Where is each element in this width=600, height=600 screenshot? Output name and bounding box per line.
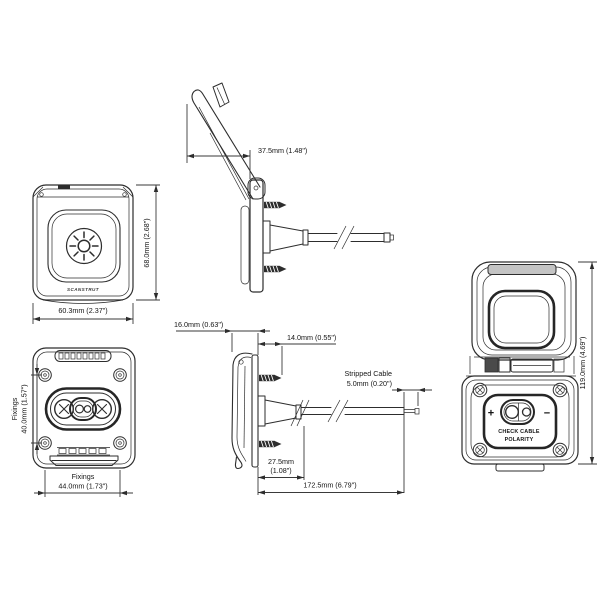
corner-screw-icon xyxy=(552,442,568,458)
view-side-open xyxy=(191,82,394,293)
socket-face xyxy=(482,393,558,450)
hinge-pin-right xyxy=(122,192,127,197)
stripped-conductor xyxy=(404,409,415,413)
bottom-tab xyxy=(495,463,545,472)
seal-strip xyxy=(240,205,250,285)
lid-latch-tab xyxy=(212,82,230,108)
corner-screw-icon xyxy=(113,436,127,450)
hinge-knuckle xyxy=(247,177,266,200)
dim-fixings-horizontal: Fixings 44.0mm (1.73") xyxy=(34,470,133,497)
view-rear xyxy=(32,347,136,469)
dim-front-height: 68.0mm (2.68") xyxy=(136,184,160,301)
screw-icon xyxy=(258,374,282,382)
stripped-cable-word: Stripped Cable xyxy=(344,369,392,378)
lid-latch-notch xyxy=(58,185,70,189)
dim-lid-clearance-label: 37.5mm (1.48") xyxy=(258,146,307,155)
vent-slots xyxy=(54,350,112,362)
open-lid-front xyxy=(471,261,577,361)
cable-gland xyxy=(262,220,394,254)
hinge-assembly xyxy=(466,356,576,377)
dim-overall-length: 172.5mm (6.79") xyxy=(258,481,404,495)
dim-open-height-label: 119.0mm (4.69") xyxy=(578,337,587,390)
view-side-closed xyxy=(231,352,420,470)
bottom-slots xyxy=(49,447,119,466)
cable-gland xyxy=(257,395,420,427)
dim-front-height-label: 68.0mm (2.68") xyxy=(142,218,151,267)
mount-panel xyxy=(251,354,259,468)
dim-fixings-h-word: Fixings xyxy=(72,472,95,481)
view-front-open: + − CHECK CABLE POLARITY xyxy=(461,261,579,472)
open-lid xyxy=(191,82,261,201)
screw-icon xyxy=(258,440,282,448)
warning-text-line2: POLARITY xyxy=(505,437,534,443)
lid-seal-window xyxy=(487,289,556,350)
dim-fixings-h-value: 44.0mm (1.73") xyxy=(58,482,107,491)
dim-stripped-cable: Stripped Cable 5.0mm (0.20") xyxy=(344,369,432,493)
dim-fixings-v-value: 40.0mm (1.57") xyxy=(20,384,29,433)
stripped-cable-value: 5.0mm (0.20") xyxy=(347,379,392,388)
screw-icon xyxy=(263,265,287,273)
dim-fixings-vertical: Fixings 40.0mm (1.57") xyxy=(10,364,42,454)
dim-gland-protrusion: 27.5mm (1.08") xyxy=(257,426,305,495)
polarity-plus: + xyxy=(488,408,494,420)
closed-lid-profile xyxy=(231,352,253,470)
dim-depth: 16.0mm (0.63") xyxy=(174,320,270,355)
dim-lid-clearance: 37.5mm (1.48") xyxy=(186,104,307,179)
lid-latch-bar xyxy=(487,264,557,275)
hinge-pin xyxy=(253,185,259,191)
dim-screw-label: 14.0mm (0.55") xyxy=(287,333,336,342)
dim-screw-protrusion: 14.0mm (0.55") xyxy=(258,333,336,375)
warning-text-line1: CHECK CABLE xyxy=(498,429,540,435)
screw-icon xyxy=(263,201,287,209)
hinge-pin-left xyxy=(39,192,44,197)
brand-label: SCANSTRUT xyxy=(67,287,100,292)
dim-fixings-v-word: Fixings xyxy=(10,397,19,420)
view-front-closed: SCANSTRUT xyxy=(32,184,134,304)
dim-overall-length-label: 172.5mm (6.79") xyxy=(303,481,356,490)
rear-socket xyxy=(44,387,122,431)
light-icon xyxy=(65,227,103,265)
dim-open-height: 119.0mm (4.69") xyxy=(578,261,597,465)
power-connector xyxy=(500,399,535,425)
corner-screw-icon xyxy=(472,442,488,458)
corner-screw-icon xyxy=(113,368,127,382)
socket-body: + − CHECK CABLE POLARITY xyxy=(461,375,579,472)
dim-gland-in: (1.08") xyxy=(270,466,291,475)
polarity-minus: − xyxy=(544,408,550,420)
dim-depth-label: 16.0mm (0.63") xyxy=(174,320,223,329)
dim-front-width-label: 60.3mm (2.37") xyxy=(58,306,107,315)
dim-front-width: 60.3mm (2.37") xyxy=(32,303,134,324)
dim-gland-mm: 27.5mm xyxy=(268,457,294,466)
